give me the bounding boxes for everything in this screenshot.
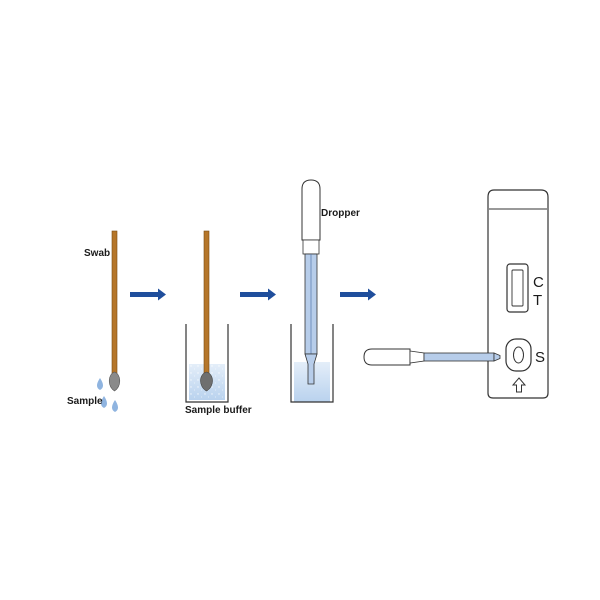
sample-tube [290,324,334,403]
swab-tip [108,371,121,392]
dropper-tube [423,352,495,362]
step-3-dropper-tube: Dropper [290,179,360,403]
right-arrow-icon [130,288,166,301]
sample-drop-icon [101,396,107,408]
sample-well-label: S [535,349,545,366]
result-window-inner [511,269,524,307]
test-line-label: T [533,292,542,309]
sample-buffer-label: Sample buffer [185,405,252,416]
dropper-bulb [363,348,411,366]
step-1-swab-collection: Swab Sample [67,230,121,412]
dropper-neck [409,350,425,364]
sample-label: Sample [67,396,103,407]
sample-well-inner [513,346,524,364]
step-4-test-cassette: C T S [363,189,549,399]
swab-tip [200,371,213,392]
sample-drop-icon [97,378,103,390]
buffer-tube [185,324,229,403]
dropper-label: Dropper [321,208,360,219]
control-line-label: C [533,274,544,291]
sample-drop-icon [112,400,118,412]
swab-stick [203,230,210,377]
swab-label: Swab [84,248,110,259]
up-arrow-icon [511,377,527,393]
swab-stick [111,230,118,379]
dropper-tip [493,352,501,362]
right-arrow-icon [340,288,376,301]
right-arrow-icon [240,288,276,301]
dropper-tip [304,353,318,385]
step-2-buffer-tube: Sample buffer [185,230,252,416]
dropper-neck [302,239,320,255]
dropper-bulb [301,179,321,241]
